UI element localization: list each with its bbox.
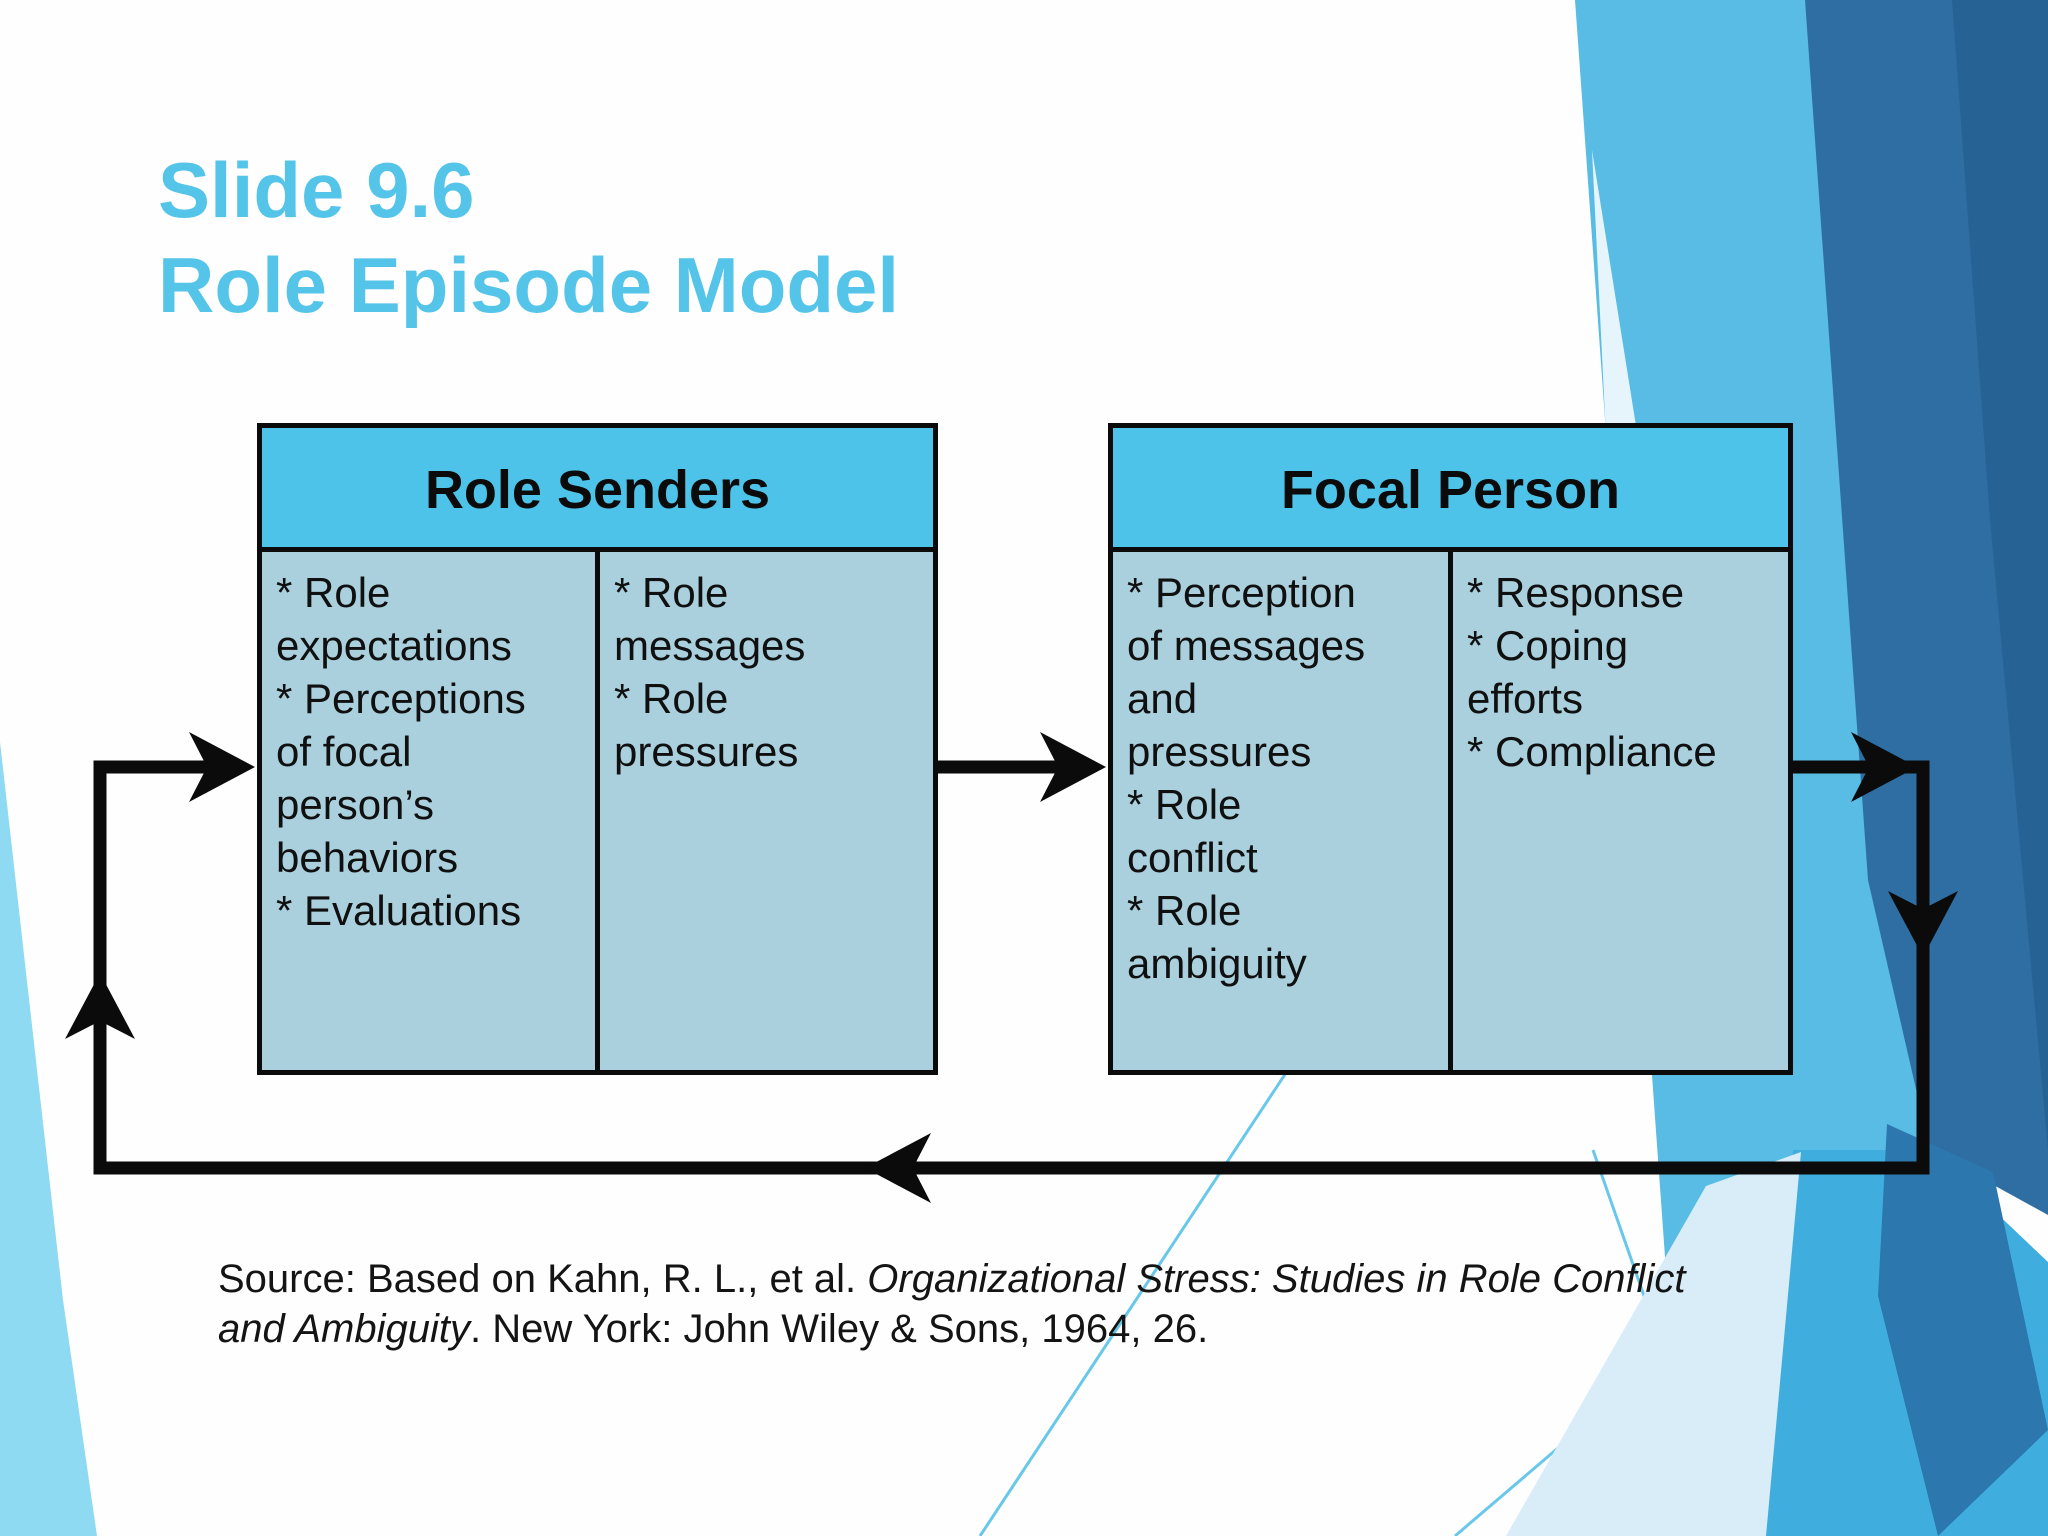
source-line2-normal: . New York: John Wiley & Sons, 1964, 26. (470, 1307, 1209, 1351)
source-line1-normal: Source: Based on Kahn, R. L., et al. (218, 1257, 868, 1301)
arrowhead-down-icon (1888, 891, 1958, 957)
role-senders-box: Role Senders * Role expectations * Perce… (257, 423, 938, 1075)
slide-title-line2: Role Episode Model (158, 241, 900, 329)
navy-wedge-shape (1878, 1124, 2048, 1536)
arrowhead-right-icon (189, 732, 255, 802)
role-senders-right-column: * Role messages * Role pressures (614, 569, 806, 775)
role-senders-header: Role Senders (262, 428, 933, 552)
focal-person-body: * Perception of messages and pressures *… (1113, 552, 1788, 1070)
role-senders-body: * Role expectations * Perceptions of foc… (262, 552, 933, 1070)
focal-person-left-column: * Perception of messages and pressures *… (1113, 552, 1453, 1070)
arrowhead-right-icon (1040, 732, 1106, 802)
role-senders-left-column: * Role expectations * Perceptions of foc… (262, 552, 600, 1070)
pale-wedge-shape (1506, 1152, 1801, 1536)
darker-blue-edge-shape (1952, 0, 2048, 1150)
source-citation: Source: Based on Kahn, R. L., et al. Org… (218, 1254, 1778, 1354)
arrowhead-right-icon (1851, 732, 1917, 802)
left-cyan-wedge-shape (0, 742, 97, 1536)
focal-person-header: Focal Person (1113, 428, 1788, 552)
source-citation-line2: and Ambiguity. New York: John Wiley & So… (218, 1304, 1778, 1354)
focal-person-box: Focal Person * Perception of messages an… (1108, 423, 1793, 1075)
slide-title-line1: Slide 9.6 (158, 146, 475, 234)
arrowhead-up-icon (65, 973, 135, 1039)
focal-person-right-column: * Response * Coping efforts * Compliance (1467, 569, 1717, 775)
arrowhead-left-icon (865, 1133, 931, 1203)
slide-title: Slide 9.6 Role Episode Model (158, 143, 899, 333)
source-line2-italic: and Ambiguity (218, 1307, 470, 1351)
dark-blue-shape (1805, 0, 2048, 1215)
source-citation-line1: Source: Based on Kahn, R. L., et al. Org… (218, 1254, 1778, 1304)
source-line1-italic: Organizational Stress: Studies in Role C… (867, 1257, 1686, 1301)
